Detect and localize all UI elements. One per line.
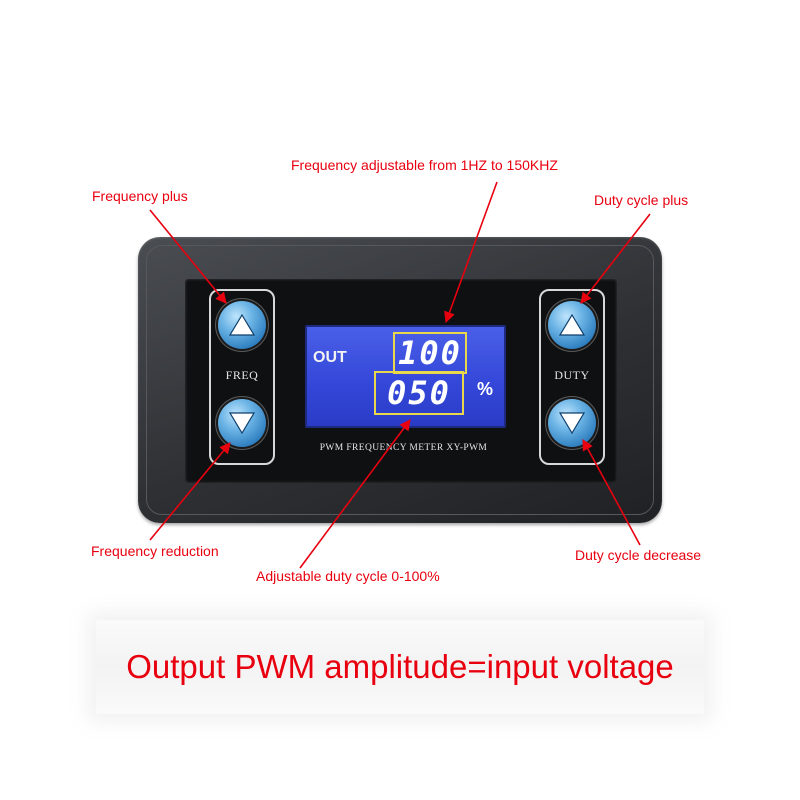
freq-label: FREQ	[225, 368, 259, 382]
lcd-display: OUT 100 050 %	[305, 325, 506, 428]
bottom-banner: Output PWM amplitude=input voltage	[96, 620, 704, 714]
callout-duty-decrease: Duty cycle decrease	[575, 547, 702, 563]
model-label: PWM FREQUENCY METER XY-PWM	[319, 443, 488, 453]
triangle-down-icon	[559, 412, 585, 434]
duty-down-button[interactable]	[548, 399, 596, 447]
callout-frequency-reduction: Frequency reduction	[91, 543, 219, 559]
duty-label: DUTY	[554, 368, 590, 382]
triangle-down-icon	[229, 412, 255, 434]
triangle-up-icon	[559, 314, 585, 336]
lcd-frequency-readout: 100	[393, 332, 467, 374]
freq-up-button[interactable]	[218, 301, 266, 349]
lcd-percent-symbol: %	[477, 379, 494, 399]
duty-button-panel: DUTY	[539, 289, 605, 465]
duty-up-button[interactable]	[548, 301, 596, 349]
lcd-out-label: OUT	[313, 349, 347, 366]
callout-duty-range: Adjustable duty cycle 0-100%	[256, 568, 440, 584]
device-faceplate: FREQ OUT 100 050 % PWM FREQUENCY METER X…	[185, 279, 617, 483]
callout-frequency-range: Frequency adjustable from 1HZ to 150KHZ	[291, 157, 558, 173]
callout-duty-plus: Duty cycle plus	[594, 192, 689, 208]
pwm-module-device: FREQ OUT 100 050 % PWM FREQUENCY METER X…	[138, 237, 662, 523]
freq-button-panel: FREQ	[209, 289, 275, 465]
lcd-duty-readout: 050	[374, 371, 464, 415]
banner-text: Output PWM amplitude=input voltage	[126, 648, 674, 685]
freq-down-button[interactable]	[218, 399, 266, 447]
triangle-up-icon	[229, 314, 255, 336]
callout-frequency-plus: Frequency plus	[92, 188, 188, 204]
